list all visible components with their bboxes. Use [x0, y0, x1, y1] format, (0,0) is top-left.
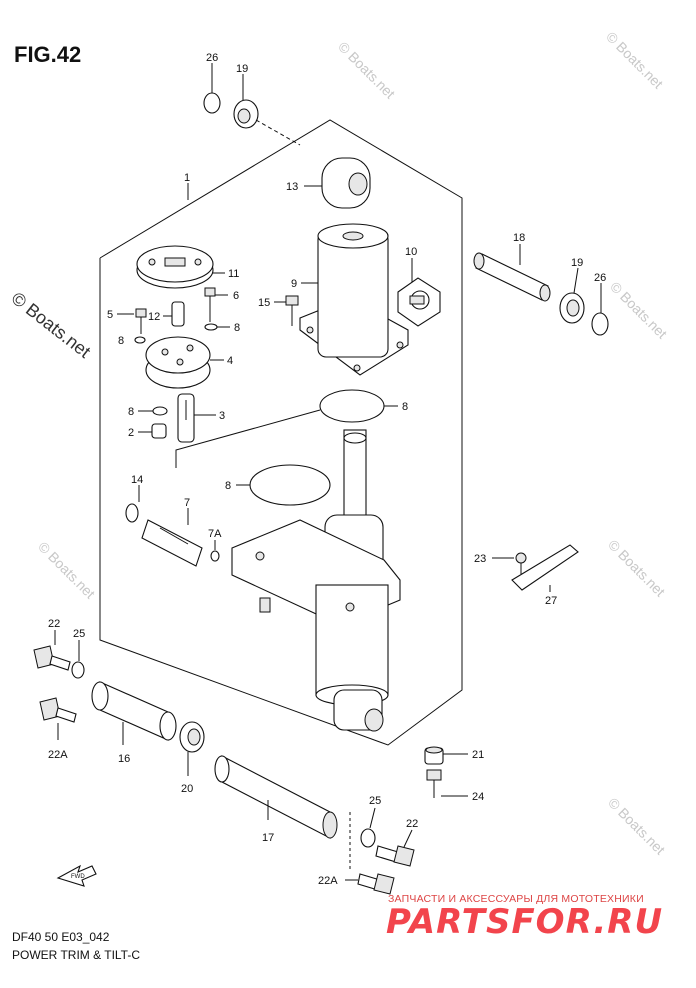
- part-12-valve[interactable]: [171, 301, 185, 327]
- callout-14[interactable]: 14: [131, 474, 143, 486]
- fwd-label: FWD: [71, 874, 85, 880]
- callout-27[interactable]: 27: [545, 595, 557, 607]
- callout-10[interactable]: 10: [405, 246, 417, 258]
- callout-23[interactable]: 23: [474, 553, 486, 565]
- part-8-oring-mid[interactable]: [152, 406, 168, 416]
- part-22-bolt-left[interactable]: [33, 645, 71, 671]
- callouts: 26 19 1 13 9 10 18 19 26 11 6 5 12 8 8 1…: [48, 52, 606, 887]
- part-8-oring-large-lower[interactable]: [249, 464, 331, 506]
- callout-17[interactable]: 17: [262, 832, 274, 844]
- callout-8-b[interactable]: 8: [234, 322, 240, 334]
- callout-18[interactable]: 18: [513, 232, 525, 244]
- part-25-washer-right[interactable]: [360, 828, 376, 848]
- part-22a-bolt-right[interactable]: [357, 873, 395, 895]
- part-14-snap-ring[interactable]: [125, 503, 139, 523]
- part-25-washer-left[interactable]: [71, 661, 85, 679]
- callout-19-right[interactable]: 19: [571, 257, 583, 269]
- callout-7a[interactable]: 7A: [208, 528, 222, 540]
- part-7-valve[interactable]: [141, 519, 203, 567]
- part-15-bolt[interactable]: [285, 295, 299, 326]
- callout-22a-right[interactable]: 22A: [318, 875, 338, 887]
- part-16-sleeve[interactable]: [91, 681, 177, 741]
- callout-5[interactable]: 5: [107, 309, 113, 321]
- callout-24[interactable]: 24: [472, 791, 484, 803]
- callout-21[interactable]: 21: [472, 749, 484, 761]
- callout-3[interactable]: 3: [219, 410, 225, 422]
- part-22-bolt-right[interactable]: [375, 845, 415, 867]
- part-19-right-bushing[interactable]: [559, 292, 585, 324]
- callout-15[interactable]: 15: [258, 297, 270, 309]
- callout-11[interactable]: 11: [228, 268, 239, 280]
- part-4-valve-block[interactable]: [145, 336, 211, 389]
- callout-25[interactable]: 25: [73, 628, 85, 640]
- callout-1[interactable]: 1: [184, 172, 190, 184]
- callout-25-right[interactable]: 25: [369, 795, 381, 807]
- callout-20[interactable]: 20: [181, 783, 193, 795]
- part-9-cylinder[interactable]: [299, 223, 409, 376]
- part-8-oring-left[interactable]: [134, 336, 146, 344]
- leader-lines: [54, 63, 602, 881]
- part-26-snap-ring[interactable]: [203, 92, 221, 114]
- main-cylinder-body[interactable]: [231, 429, 401, 732]
- part-11-cover[interactable]: [136, 245, 214, 289]
- part-6-bolt[interactable]: [204, 287, 216, 322]
- part-8-oring-upper[interactable]: [204, 323, 218, 331]
- part-2-plug[interactable]: [151, 423, 167, 439]
- part-18-pin[interactable]: [473, 252, 551, 302]
- part-5-bolt[interactable]: [135, 308, 147, 334]
- part-7a-oring[interactable]: [210, 550, 220, 562]
- part-24-bolt[interactable]: [426, 769, 442, 798]
- callout-22a[interactable]: 22A: [48, 749, 68, 761]
- part-8-oring-large-upper[interactable]: [319, 389, 385, 423]
- callout-8-d[interactable]: 8: [402, 401, 408, 413]
- promo-tagline: ЗАПЧАСТИ И АКСЕССУАРЫ ДЛЯ МОТОТЕХНИКИ: [388, 893, 644, 905]
- callout-7[interactable]: 7: [184, 497, 190, 509]
- callout-4[interactable]: 4: [227, 355, 233, 367]
- part-23-screw[interactable]: [515, 552, 527, 574]
- callout-12[interactable]: 12: [148, 311, 160, 323]
- figure-code: DF40 50 E03_042: [12, 930, 110, 944]
- part-22a-bolt-left[interactable]: [39, 697, 77, 723]
- callout-8-a[interactable]: 8: [118, 335, 124, 347]
- part-13-collar[interactable]: [321, 157, 371, 209]
- callout-26-right[interactable]: 26: [594, 272, 606, 284]
- assembly-boundary: [99, 119, 463, 746]
- callout-9[interactable]: 9: [291, 278, 297, 290]
- callout-26[interactable]: 26: [206, 52, 218, 64]
- figure-title: FIG.42: [14, 42, 82, 67]
- connector-line: [175, 409, 321, 468]
- callout-16[interactable]: 16: [118, 753, 130, 765]
- figure-caption: POWER TRIM & TILT-C: [12, 948, 141, 962]
- callout-13[interactable]: 13: [286, 181, 298, 193]
- callout-6[interactable]: 6: [233, 290, 239, 302]
- callout-8-e[interactable]: 8: [225, 480, 231, 492]
- part-27-bracket[interactable]: [511, 544, 579, 591]
- part-3-spool[interactable]: [177, 393, 195, 443]
- part-21-nut[interactable]: [424, 746, 444, 765]
- part-10-fitting[interactable]: [397, 277, 441, 327]
- callout-19[interactable]: 19: [236, 63, 248, 75]
- callout-22-right[interactable]: 22: [406, 818, 418, 830]
- part-26-right-snap-ring[interactable]: [591, 312, 609, 336]
- part-20-bushing[interactable]: [179, 721, 205, 753]
- callout-8-c[interactable]: 8: [128, 406, 134, 418]
- brand-logo[interactable]: PARTSFOR.RU: [386, 902, 664, 942]
- callout-2[interactable]: 2: [128, 427, 134, 439]
- fwd-arrow-icon: FWD: [56, 864, 97, 887]
- part-17-shaft[interactable]: [214, 755, 338, 839]
- callout-22[interactable]: 22: [48, 618, 60, 630]
- part-19-bushing[interactable]: [233, 99, 301, 146]
